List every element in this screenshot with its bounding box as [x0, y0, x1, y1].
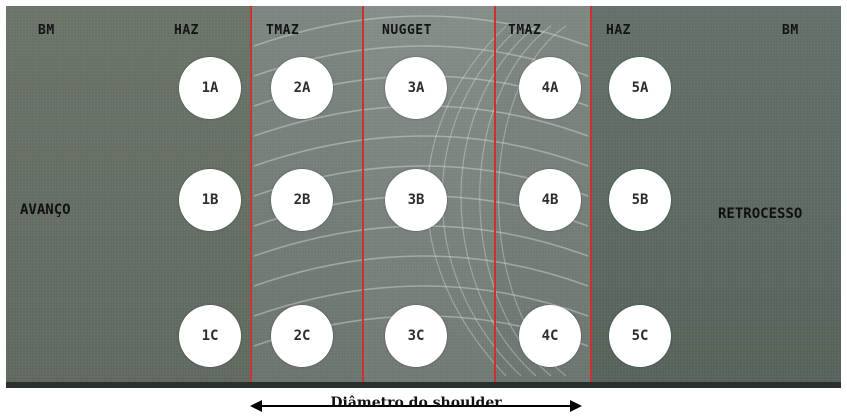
label-tmaz-left: TMAZ	[266, 23, 300, 38]
shoulder-diameter-caption: Diâmetro do shoulder	[330, 395, 502, 411]
measurement-spot-2a: 2A	[271, 57, 333, 119]
boundary-line-tmaz-nugget-left	[362, 6, 364, 388]
measurement-spot-1b: 1B	[179, 169, 241, 231]
measurement-spot-5b: 5B	[609, 169, 671, 231]
measurement-spot-5a: 5A	[609, 57, 671, 119]
measurement-spot-3c: 3C	[385, 305, 447, 367]
measurement-spot-1c: 1C	[179, 305, 241, 367]
weld-plate: BM HAZ TMAZ NUGGET TMAZ HAZ BM AVANÇO RE…	[6, 6, 841, 388]
plate-bottom-edge	[6, 382, 841, 388]
label-bm-right: BM	[782, 23, 799, 38]
boundary-line-tmaz-haz-right	[590, 6, 592, 388]
measurement-spot-3a: 3A	[385, 57, 447, 119]
boundary-line-haz-tmaz-left	[250, 6, 252, 388]
measurement-spot-2b: 2B	[271, 169, 333, 231]
label-nugget: NUGGET	[382, 23, 432, 38]
measurement-spot-4a: 4A	[519, 57, 581, 119]
label-bm-left: BM	[38, 23, 55, 38]
label-advancing-side: AVANÇO	[20, 202, 71, 218]
measurement-spot-2c: 2C	[271, 305, 333, 367]
label-haz-left: HAZ	[174, 23, 199, 38]
measurement-spot-4c: 4C	[519, 305, 581, 367]
label-haz-right: HAZ	[606, 23, 631, 38]
measurement-spot-1a: 1A	[179, 57, 241, 119]
label-retreating-side: RETROCESSO	[718, 206, 803, 222]
measurement-spot-5c: 5C	[609, 305, 671, 367]
boundary-line-nugget-tmaz-right	[494, 6, 496, 388]
double-arrow-icon	[250, 400, 582, 412]
measurement-spot-4b: 4B	[519, 169, 581, 231]
measurement-spot-3b: 3B	[385, 169, 447, 231]
shoulder-diameter-dimension: Diâmetro do shoulder	[250, 394, 582, 414]
label-tmaz-right: TMAZ	[508, 23, 542, 38]
